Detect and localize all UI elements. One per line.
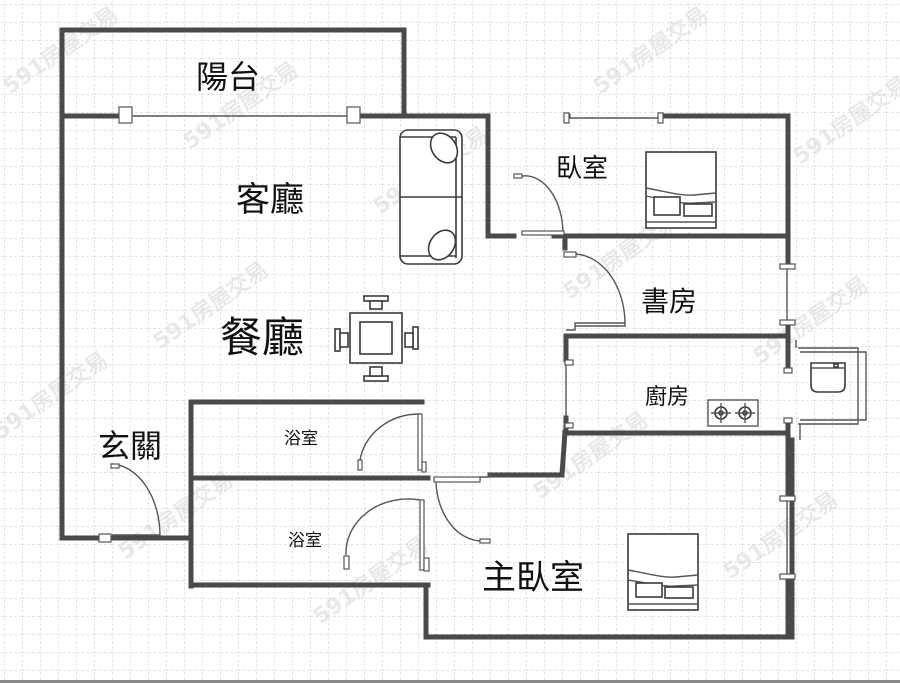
label-master-bedroom: 主臥室	[482, 558, 584, 598]
label-bedroom: 臥室	[556, 154, 608, 184]
bed-master-bedroom	[627, 533, 699, 611]
door-entrance	[98, 533, 112, 543]
label-dining-room: 餐廳	[220, 313, 304, 362]
label-bathroom-1: 浴室	[284, 429, 318, 449]
room-labels: 陽台 客廳 餐廳 臥室 書房 廚房 玄關 浴室 浴室 主臥室	[98, 58, 697, 598]
window-frame	[346, 106, 361, 124]
walls	[59, 27, 795, 640]
door-bathroom-2	[345, 498, 421, 556]
doors	[98, 173, 626, 572]
sink	[810, 362, 846, 393]
door-master-bedroom	[433, 476, 481, 483]
label-entrance: 玄關	[98, 427, 162, 465]
label-kitchen: 廚房	[645, 385, 689, 410]
stove	[707, 399, 759, 427]
window-frame	[118, 106, 133, 124]
bottom-border	[0, 680, 900, 683]
dining-table	[334, 295, 419, 382]
label-balcony: 陽台	[196, 58, 260, 96]
door-bathroom-1	[359, 413, 421, 461]
label-living-room: 客廳	[236, 180, 304, 220]
sofa	[399, 129, 463, 265]
label-bathroom-2: 浴室	[288, 531, 322, 551]
door-study	[563, 251, 577, 258]
label-study: 書房	[641, 285, 697, 318]
windows	[118, 106, 867, 580]
bed-bedroom	[645, 151, 717, 229]
door-bedroom	[513, 173, 523, 179]
